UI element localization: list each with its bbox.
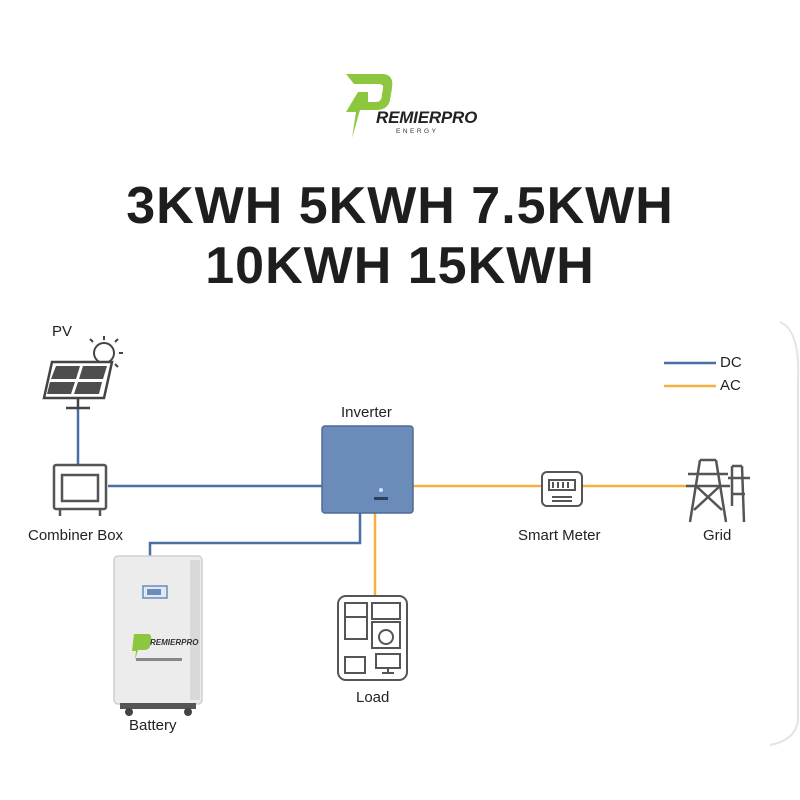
legend-dc-label: DC (720, 354, 742, 371)
ac-wiring (373, 484, 688, 595)
legend-ac-label: AC (720, 377, 741, 394)
panel-border (769, 321, 800, 746)
battery-label: Battery (129, 717, 177, 734)
brand-tagline: ENERGY (396, 128, 439, 135)
combiner-box-label: Combiner Box (28, 527, 124, 544)
capacity-headline-line2: 10KWH 15KWH (205, 237, 595, 295)
load-appliances-icon (337, 595, 408, 681)
dc-wiring (76, 408, 362, 556)
inverter-label: Inverter (341, 404, 392, 421)
combiner-box-icon (52, 463, 108, 516)
brand-logo: REMIERPRO ENERGY (338, 72, 478, 144)
capacity-headline-line1: 3KWH 5KWH 7.5KWH (126, 177, 674, 235)
battery-icon: REMIERPRO (113, 555, 203, 716)
smart-meter-icon (541, 471, 583, 507)
lightning-bolt-logo-icon (346, 74, 393, 138)
load-label: Load (356, 689, 390, 706)
inverter-to-battery-line (148, 513, 362, 556)
brand-name: REMIERPRO (376, 108, 478, 127)
grid-label: Grid (703, 527, 732, 544)
inverter-icon (321, 425, 414, 514)
smart-meter-label: Smart Meter (518, 527, 601, 544)
pv-label: PV (52, 323, 73, 340)
solar-panel-icon (42, 336, 123, 410)
grid-tower-icon (686, 458, 750, 523)
svg-text:REMIERPRO: REMIERPRO (150, 638, 199, 647)
